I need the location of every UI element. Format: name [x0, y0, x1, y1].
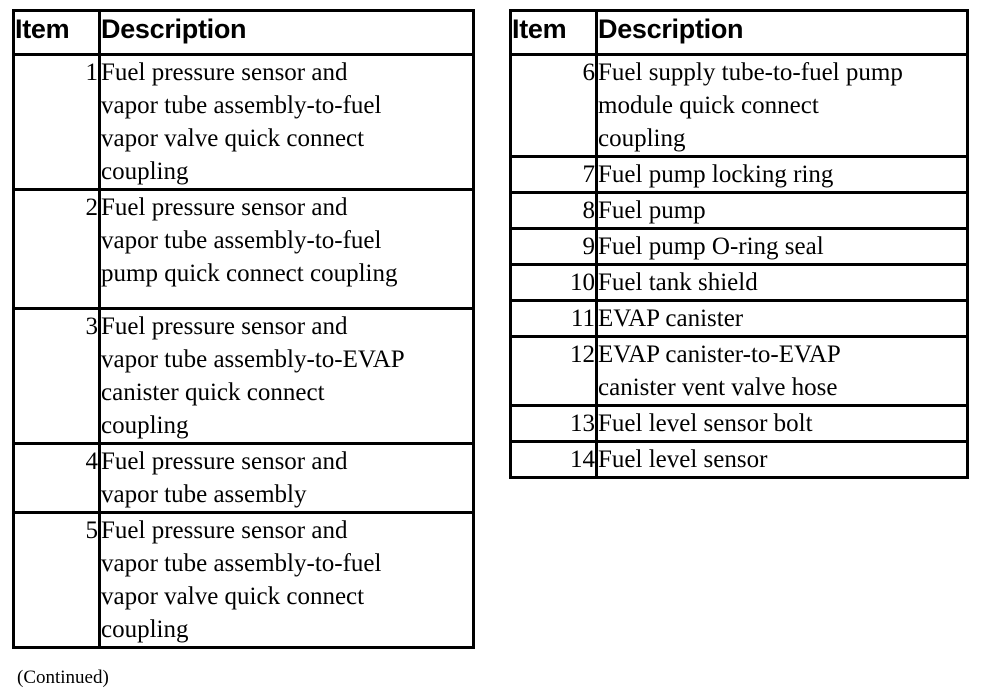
item-number-cell: 14 [509, 440, 598, 479]
item-description-cell: Fuel pressure sensor and vapor tube asse… [98, 442, 475, 514]
description-line: vapor tube assembly-to-fuel [101, 550, 382, 577]
description-line: vapor tube assembly-to-fuel [101, 227, 382, 254]
header-row: Item Description [12, 9, 475, 56]
description-line: coupling [101, 158, 189, 185]
description-line: vapor tube assembly-to-fuel [101, 92, 382, 119]
table-row: 5 Fuel pressure sensor and vapor tube as… [12, 511, 475, 649]
description-line: Fuel pressure sensor and [101, 313, 348, 340]
table-row: 2 Fuel pressure sensor and vapor tube as… [12, 188, 475, 310]
description-line: Fuel pump O-ring seal [598, 233, 824, 260]
table-row: 8 Fuel pump [509, 191, 969, 230]
column-header-item: Item [509, 9, 598, 56]
item-description-cell: Fuel supply tube-to-fuel pump module qui… [595, 53, 969, 158]
description-line: canister vent valve hose [598, 374, 838, 401]
item-description-cell: Fuel pressure sensor and vapor tube asse… [98, 188, 475, 310]
description-line: EVAP canister-to-EVAP [598, 341, 841, 368]
table-row: 1 Fuel pressure sensor and vapor tube as… [12, 53, 475, 191]
table-row: 10 Fuel tank shield [509, 263, 969, 302]
description-line: Fuel pump locking ring [598, 161, 834, 188]
continued-note: (Continued) [17, 667, 109, 688]
table-row: 6 Fuel supply tube-to-fuel pump module q… [509, 53, 969, 158]
header-row: Item Description [509, 9, 969, 56]
description-line: Fuel pressure sensor and [101, 448, 348, 475]
description-line: vapor valve quick connect [101, 583, 365, 610]
description-line: Fuel supply tube-to-fuel pump [598, 59, 903, 86]
description-line: canister quick connect [101, 379, 325, 406]
item-number-cell: 8 [509, 191, 598, 230]
item-description-cell: Fuel tank shield [595, 263, 969, 302]
description-line: Fuel level sensor [598, 446, 768, 473]
item-number-cell: 7 [509, 155, 598, 194]
description-line: coupling [598, 125, 686, 152]
item-description-cell: Fuel pressure sensor and vapor tube asse… [98, 511, 475, 649]
item-number-cell: 5 [12, 511, 101, 649]
column-header-description: Description [595, 9, 969, 56]
item-number-cell: 11 [509, 299, 598, 338]
parts-table-left: Item Description 1 Fuel pressure sensor … [12, 9, 475, 649]
description-line: vapor tube assembly-to-EVAP [101, 346, 405, 373]
item-number-cell: 1 [12, 53, 101, 191]
item-number-cell: 12 [509, 335, 598, 407]
item-description-cell: Fuel pump [595, 191, 969, 230]
description-line: module quick connect [598, 92, 819, 119]
description-line: coupling [101, 616, 189, 643]
table-row: 7 Fuel pump locking ring [509, 155, 969, 194]
table-right-header: Item Description [509, 9, 969, 56]
table-left-header: Item Description [12, 9, 475, 56]
item-number-cell: 10 [509, 263, 598, 302]
description-line: vapor valve quick connect [101, 125, 365, 152]
item-description-cell: Fuel pressure sensor and vapor tube asse… [98, 53, 475, 191]
item-description-cell: Fuel level sensor [595, 440, 969, 479]
item-number-cell: 13 [509, 404, 598, 443]
item-description-cell: EVAP canister-to-EVAP canister vent valv… [595, 335, 969, 407]
column-header-item: Item [12, 9, 101, 56]
parts-table-right: Item Description 6 Fuel supply tube-to-f… [509, 9, 969, 479]
item-number-cell: 3 [12, 307, 101, 445]
description-line: EVAP canister [598, 305, 744, 332]
table-row: 3 Fuel pressure sensor and vapor tube as… [12, 307, 475, 445]
table-right-body: 6 Fuel supply tube-to-fuel pump module q… [509, 53, 969, 479]
table-left-body: 1 Fuel pressure sensor and vapor tube as… [12, 53, 475, 649]
description-line: Fuel pressure sensor and [101, 517, 348, 544]
item-number-cell: 9 [509, 227, 598, 266]
item-description-cell: Fuel level sensor bolt [595, 404, 969, 443]
description-line: coupling [101, 412, 189, 439]
item-description-cell: Fuel pressure sensor and vapor tube asse… [98, 307, 475, 445]
item-number-cell: 2 [12, 188, 101, 310]
item-description-cell: Fuel pump O-ring seal [595, 227, 969, 266]
column-header-description: Description [98, 9, 475, 56]
description-line: Fuel pressure sensor and [101, 194, 348, 221]
table-row: 9 Fuel pump O-ring seal [509, 227, 969, 266]
table-row: 11 EVAP canister [509, 299, 969, 338]
table-row: 14 Fuel level sensor [509, 440, 969, 479]
description-line: pump quick connect coupling [101, 260, 398, 287]
description-line: Fuel tank shield [598, 269, 758, 296]
table-row: 13 Fuel level sensor bolt [509, 404, 969, 443]
description-line: Fuel level sensor bolt [598, 410, 813, 437]
item-description-cell: EVAP canister [595, 299, 969, 338]
item-description-cell: Fuel pump locking ring [595, 155, 969, 194]
description-line: Fuel pressure sensor and [101, 59, 348, 86]
item-number-cell: 4 [12, 442, 101, 514]
description-line: vapor tube assembly [101, 481, 307, 508]
description-line: Fuel pump [598, 197, 706, 224]
table-row: 12 EVAP canister-to-EVAP canister vent v… [509, 335, 969, 407]
item-number-cell: 6 [509, 53, 598, 158]
table-row: 4 Fuel pressure sensor and vapor tube as… [12, 442, 475, 514]
